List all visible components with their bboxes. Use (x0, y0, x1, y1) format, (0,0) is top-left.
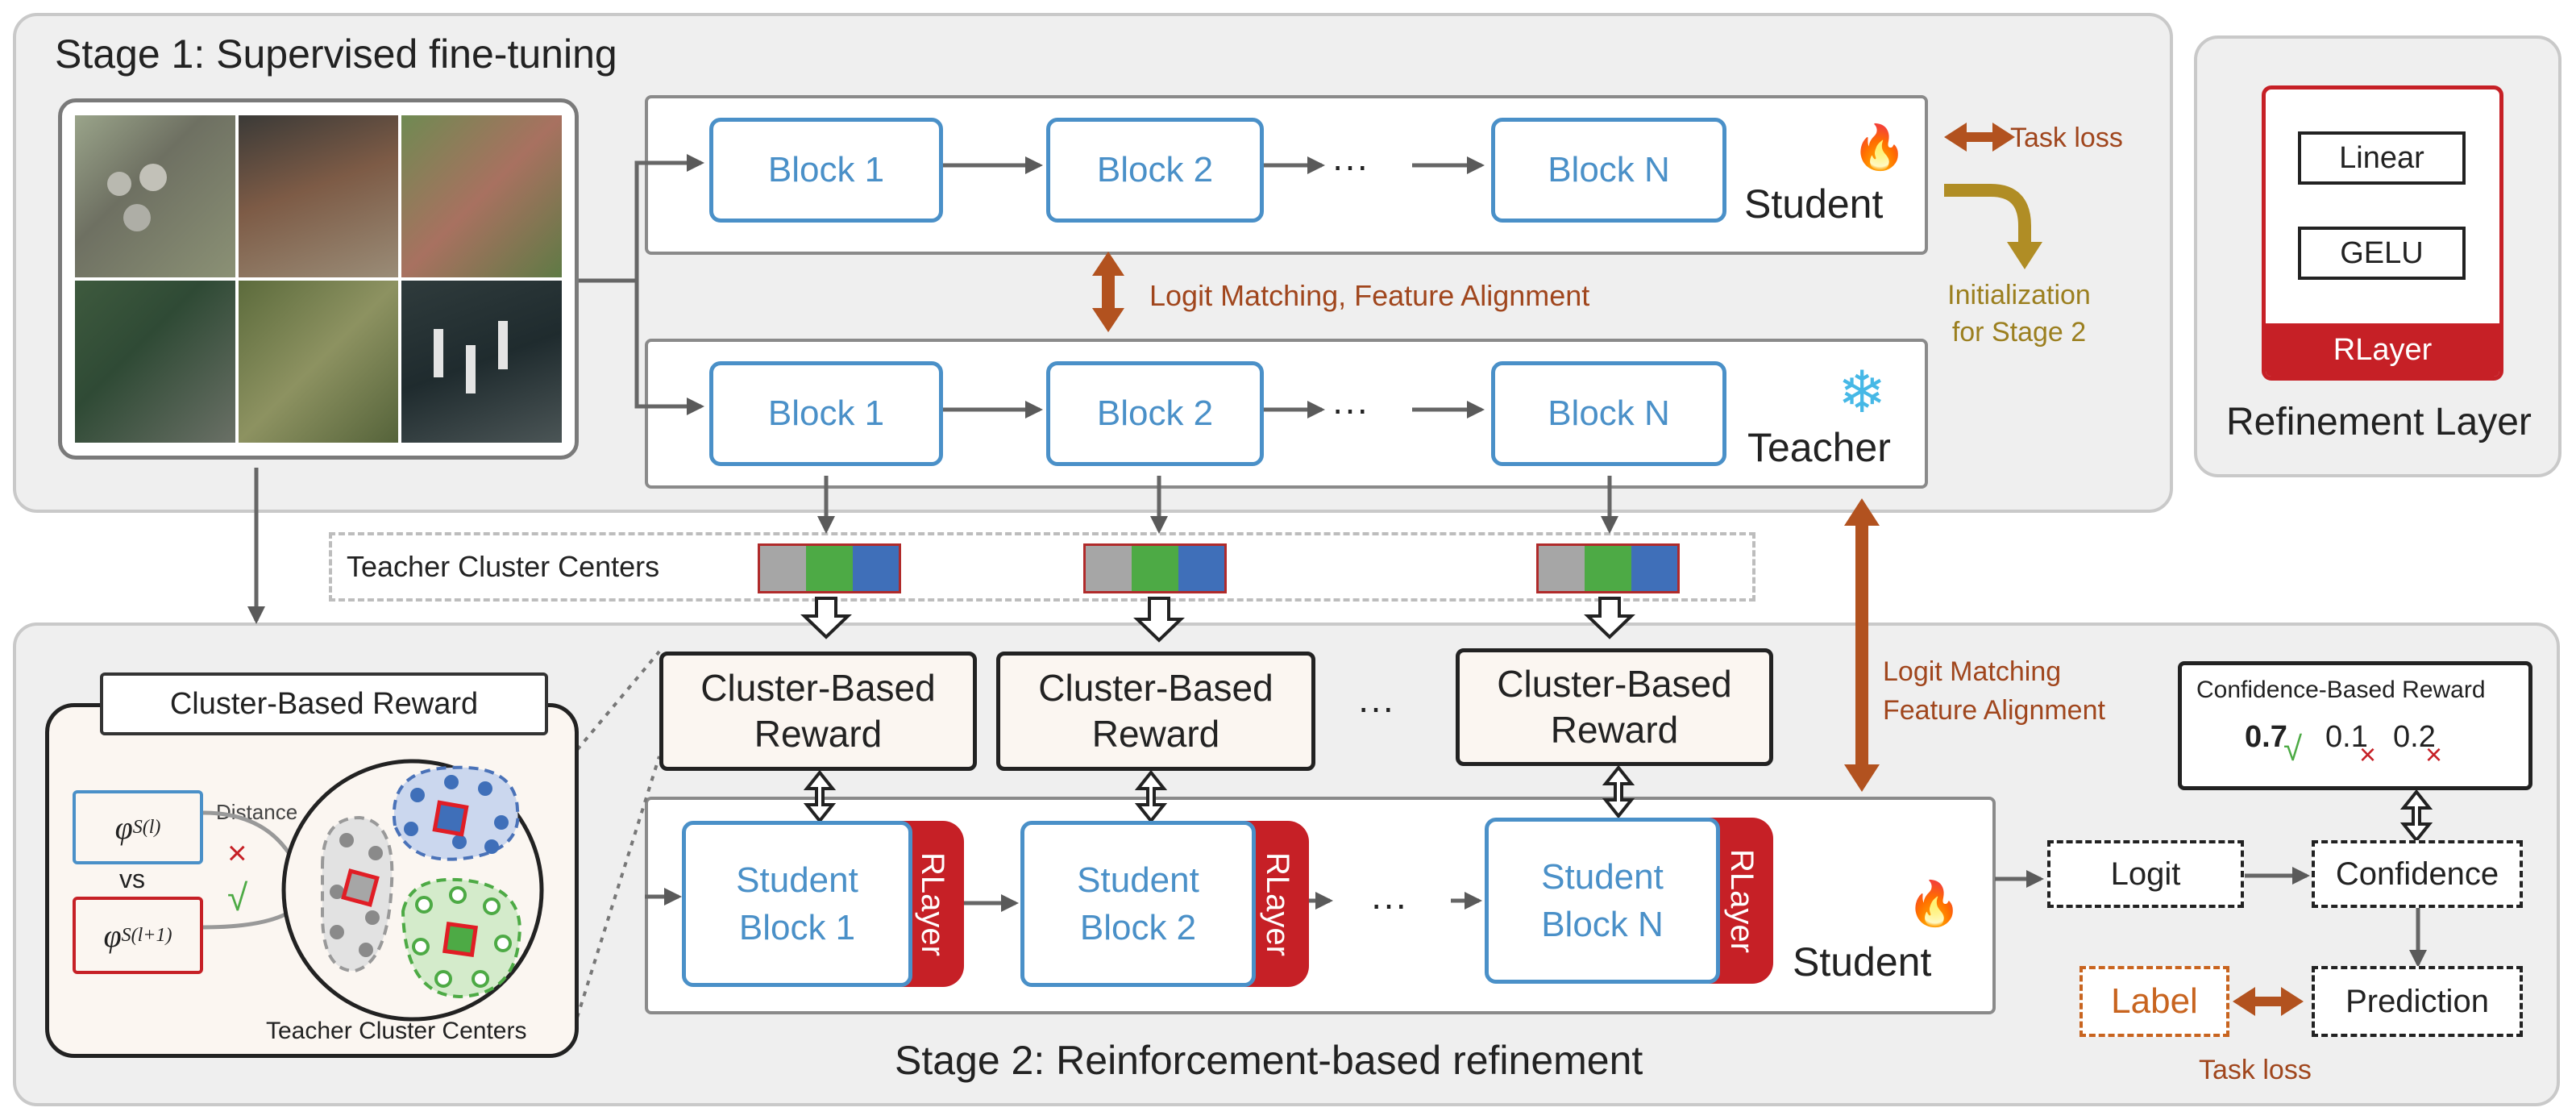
stage2-student-ellipsis: ··· (1370, 883, 1407, 925)
cc-gray (1086, 546, 1132, 591)
cluster-based-reward-2-text: Cluster-Based Reward (1038, 666, 1273, 756)
cluster-based-reward-2[interactable]: Cluster-Based Reward (996, 652, 1315, 771)
phi-symbol: φ (103, 917, 122, 954)
stage1-teacher-block-n[interactable]: Block N (1491, 361, 1726, 466)
rlayer-tab-1-text: RLayer (914, 851, 950, 956)
stage1-student-ellipsis: ··· (1332, 144, 1369, 186)
stage1-student-block-2[interactable]: Block 2 (1046, 118, 1264, 223)
cluster-diagram (202, 759, 544, 1022)
cc-green (1585, 546, 1631, 591)
cluster-based-reward-1[interactable]: Cluster-Based Reward (659, 652, 977, 771)
confidence-value-2: 0.1 (2325, 720, 2368, 754)
label-box[interactable]: Label (2079, 966, 2229, 1037)
stage1-student-label: Student (1744, 181, 1884, 227)
confidence-cross-1: × (2359, 738, 2377, 771)
initialization-line-2: for Stage 2 (1951, 316, 2087, 348)
stage1-student-block-1[interactable]: Block 1 (709, 118, 943, 223)
stage1-task-loss: Task loss (2010, 123, 2123, 153)
fire-icon: 🔥 (1907, 880, 1962, 928)
confidence-value-3: 0.2 (2393, 720, 2436, 754)
cluster-based-reward-n-text: Cluster-Based Reward (1497, 662, 1732, 752)
distance-label: Distance (216, 800, 298, 824)
stage1-teacher-block-1[interactable]: Block 1 (709, 361, 943, 466)
cross-mark: × (227, 834, 247, 872)
stage1-logit-matching: Logit Matching, Feature Alignment (1149, 279, 1590, 312)
refinement-layer-title: Refinement Layer (2226, 401, 2532, 443)
stage2-student-block-2-line2: Block 2 (1079, 908, 1197, 947)
satellite-image-3 (401, 115, 562, 277)
logit-box[interactable]: Logit (2047, 840, 2244, 908)
stage2-student-block-1-line1: Student (736, 860, 858, 900)
phi-sub: S (121, 924, 131, 946)
cluster-centers-2 (1083, 543, 1227, 593)
cc-gray (760, 546, 807, 591)
stage1-teacher-block-2[interactable]: Block 2 (1046, 361, 1264, 466)
phi-sup-l: (l) (142, 816, 161, 838)
stage2-student-block-n[interactable]: Student Block N (1485, 818, 1720, 984)
cluster-reward-zoom-title: Cluster-Based Reward (100, 672, 548, 735)
cluster-reward-zoom-title-text: Cluster-Based Reward (169, 686, 479, 721)
cc-blue (852, 546, 899, 591)
cluster-centers-1 (758, 543, 901, 593)
satellite-image-6 (401, 281, 562, 443)
cc-blue (1631, 546, 1677, 591)
rlayer-tab-2-text: RLayer (1259, 851, 1295, 956)
stage1-teacher-label: Teacher (1747, 425, 1891, 470)
stage2-student-block-n-line1: Student (1541, 856, 1664, 897)
cluster-based-reward-n[interactable]: Cluster-Based Reward (1456, 648, 1773, 766)
linear-box[interactable]: Linear (2298, 131, 2466, 185)
phi-symbol: φ (114, 809, 133, 846)
stage2-logit-matching-line2: Feature Alignment (1883, 694, 2105, 726)
initialization-label: Initialization for Stage 2 (1918, 277, 2120, 352)
zoom-teacher-cluster-centers: Teacher Cluster Centers (266, 1018, 527, 1044)
prediction-box[interactable]: Prediction (2312, 966, 2523, 1037)
snowflake-icon: ❄ (1838, 360, 1887, 425)
confidence-check: √ (2283, 730, 2303, 768)
stage1-student-block-n[interactable]: Block N (1491, 118, 1726, 223)
stage2-student-block-n-line2: Block N (1541, 905, 1664, 944)
satellite-image-2 (238, 115, 399, 277)
phi-sup-l1: (l+1) (131, 924, 172, 946)
stage2-student-block-1[interactable]: Student Block 1 (682, 821, 912, 987)
gelu-box[interactable]: GELU (2298, 227, 2466, 280)
stage2-task-loss: Task loss (2199, 1055, 2312, 1085)
stage2-title: Stage 2: Reinforcement-based refinement (895, 1038, 1643, 1083)
confidence-reward-title: Confidence-Based Reward (2196, 677, 2486, 703)
stage2-student-label: Student (1793, 939, 1932, 985)
stage2-reward-ellipsis: ··· (1357, 686, 1394, 728)
phi-sub: S (132, 816, 143, 838)
cluster-centers-n (1536, 543, 1680, 593)
satellite-image-4 (75, 281, 235, 443)
satellite-image-5 (238, 281, 399, 443)
stage2-logit-matching: Logit Matching Feature Alignment (1883, 653, 2105, 730)
stage2-logit-matching-line1: Logit Matching (1883, 656, 2062, 687)
rlayer-diagram: Linear GELU RLayer (2262, 85, 2503, 381)
confidence-cross-2: × (2425, 738, 2443, 771)
confidence-box[interactable]: Confidence (2312, 840, 2523, 908)
stage2-student-block-1-line2: Block 1 (738, 908, 856, 947)
stage1-title: Stage 1: Supervised fine-tuning (55, 31, 617, 77)
teacher-cluster-centers-strip (329, 532, 1755, 602)
stage2-student-block-2[interactable]: Student Block 2 (1020, 821, 1256, 987)
confidence-value-1: 0.7 (2245, 720, 2287, 754)
check-mark: √ (227, 876, 248, 918)
initialization-line-1: Initialization (1947, 280, 2091, 310)
cc-green (806, 546, 853, 591)
rlayer-footer: RLayer (2266, 323, 2499, 377)
stage2-student-block-2-line1: Student (1077, 860, 1199, 900)
cluster-based-reward-1-text: Cluster-Based Reward (700, 666, 936, 756)
fire-icon: 🔥 (1852, 123, 1907, 172)
cc-blue (1178, 546, 1224, 591)
confidence-reward-box[interactable]: Confidence-Based Reward 0.7 √ 0.1 × 0.2 … (2178, 661, 2532, 790)
cc-green (1132, 546, 1178, 591)
vs-label: vs (119, 864, 145, 893)
rlayer-tab-n-text: RLayer (1723, 848, 1760, 953)
satellite-image-1 (75, 115, 235, 277)
satellite-image-grid (58, 98, 579, 460)
stage1-teacher-ellipsis: ··· (1332, 388, 1369, 430)
teacher-cluster-centers-label: Teacher Cluster Centers (347, 550, 660, 583)
cc-gray (1539, 546, 1585, 591)
